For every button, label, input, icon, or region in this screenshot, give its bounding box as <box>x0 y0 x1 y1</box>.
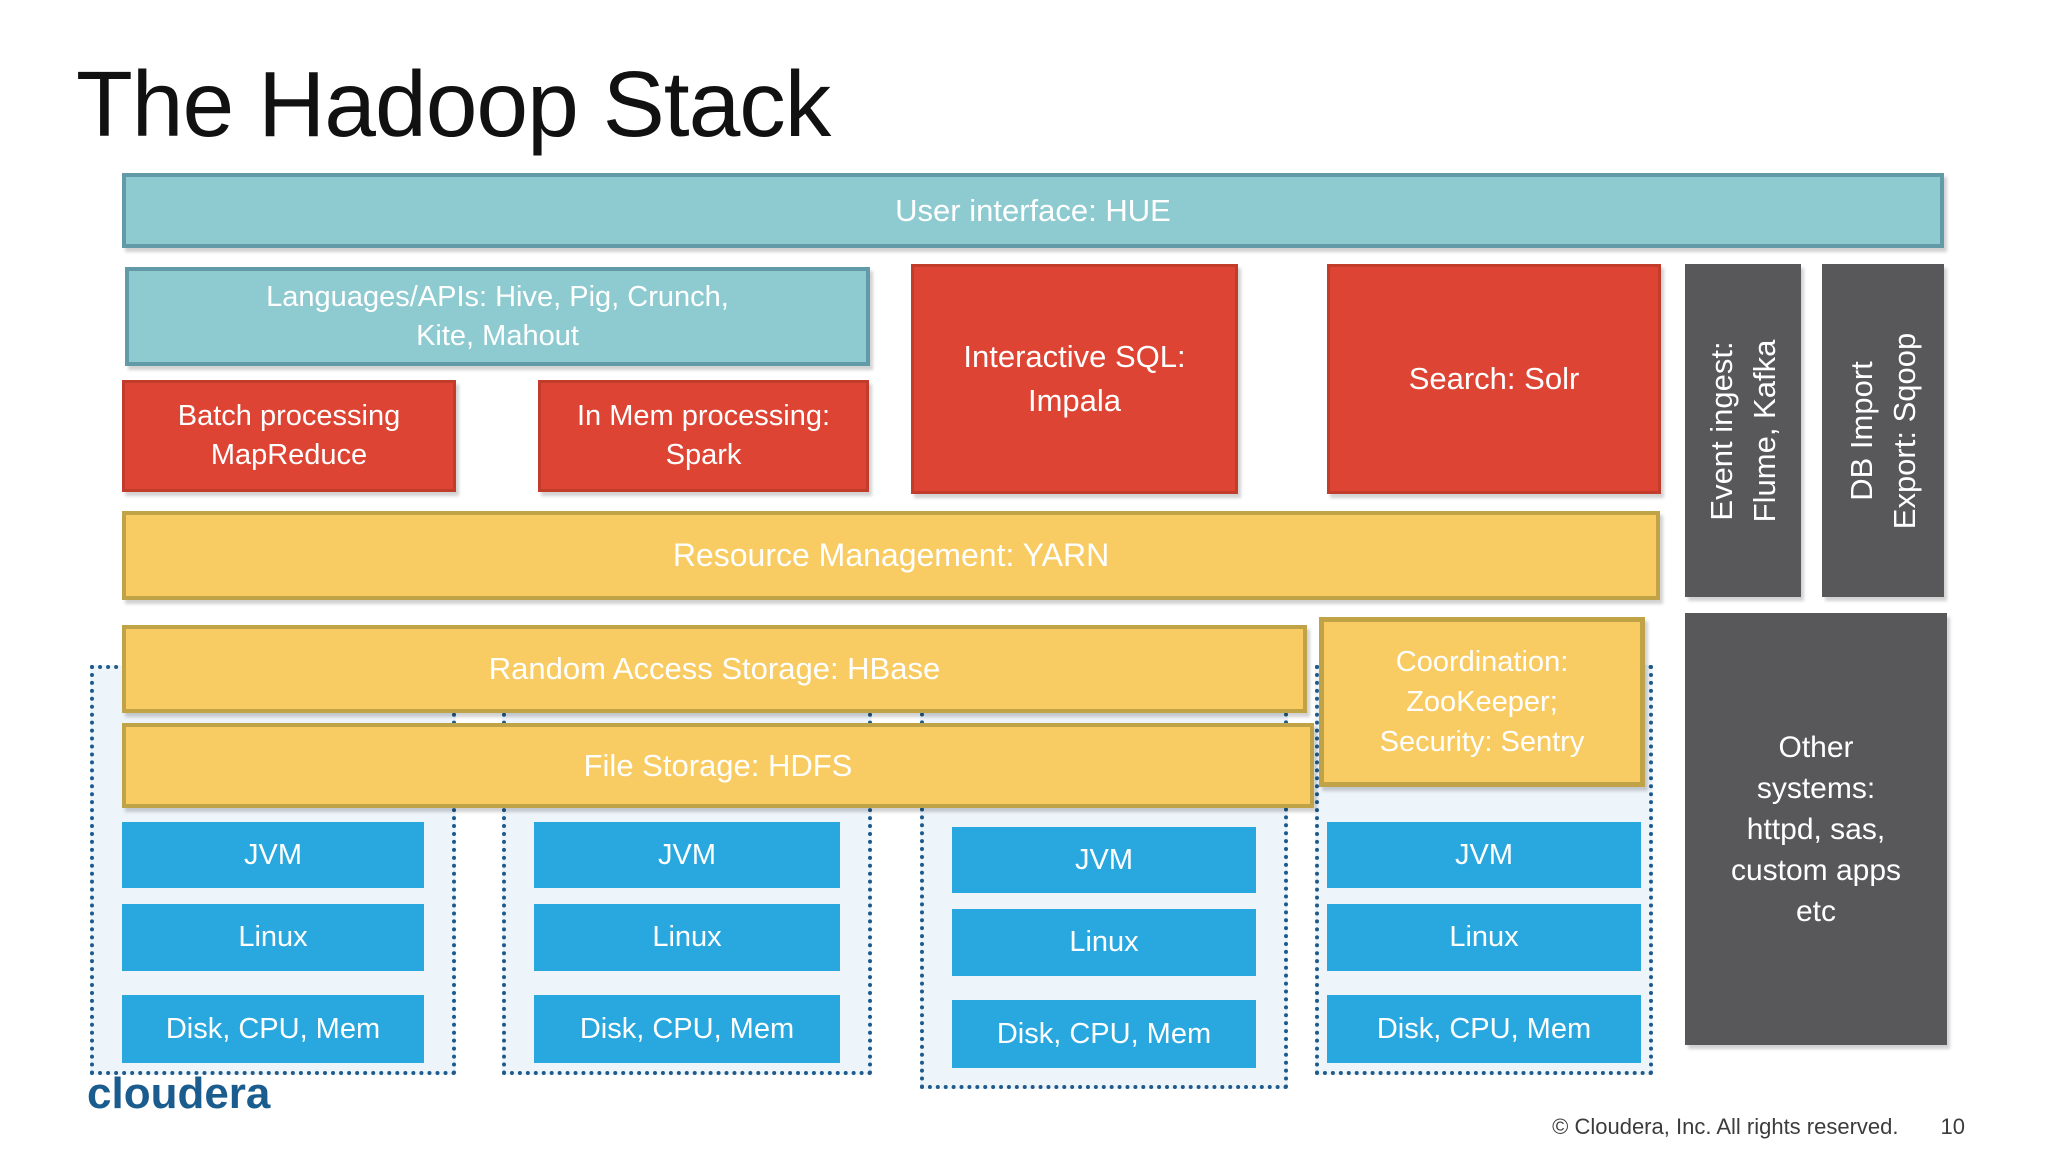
node-box-linux: Linux <box>1327 904 1641 971</box>
slide-title: The Hadoop Stack <box>76 52 831 156</box>
footer-copyright: © Cloudera, Inc. All rights reserved. <box>1552 1114 1899 1139</box>
box-other-systems: Other systems: httpd, sas, custom apps e… <box>1685 613 1947 1045</box>
node-box-linux: Linux <box>952 909 1256 976</box>
node-box-jvm: JVM <box>122 822 424 888</box>
box-interactive-sql-impala: Interactive SQL: Impala <box>911 264 1238 494</box>
node-box-jvm: JVM <box>1327 822 1641 888</box>
node-box-linux: Linux <box>122 904 424 971</box>
node-box-hardware: Disk, CPU, Mem <box>1327 995 1641 1063</box>
page-number: 10 <box>1940 1114 1965 1139</box>
slide-footer: © Cloudera, Inc. All rights reserved. 10 <box>1552 1114 1965 1140</box>
box-event-ingest-flume-kafka: Event ingest: Flume, Kafka <box>1685 264 1801 597</box>
event-ingest-label: Event ingest: Flume, Kafka <box>1704 339 1782 522</box>
node-box-hardware: Disk, CPU, Mem <box>952 1000 1256 1068</box>
box-file-storage-hdfs: File Storage: HDFS <box>122 723 1314 808</box>
box-batch-processing-mapreduce: Batch processing MapReduce <box>122 380 456 492</box>
box-user-interface-hue: User interface: HUE <box>122 173 1944 248</box>
node-box-hardware: Disk, CPU, Mem <box>534 995 840 1063</box>
node-box-jvm: JVM <box>534 822 840 888</box>
box-in-mem-processing-spark: In Mem processing: Spark <box>538 380 869 492</box>
db-import-export-label: DB Import Export: Sqoop <box>1844 332 1922 529</box>
node-box-linux: Linux <box>534 904 840 971</box>
box-languages-apis: Languages/APIs: Hive, Pig, Crunch, Kite,… <box>125 267 870 366</box>
box-random-access-storage-hbase: Random Access Storage: HBase <box>122 625 1307 713</box>
box-resource-management-yarn: Resource Management: YARN <box>122 511 1660 600</box>
box-search-solr: Search: Solr <box>1327 264 1661 494</box>
box-coordination-zookeeper-security-sentry: Coordination: ZooKeeper; Security: Sentr… <box>1319 617 1645 787</box>
cloudera-logo: cloudera <box>87 1069 271 1118</box>
node-box-hardware: Disk, CPU, Mem <box>122 995 424 1063</box>
node-box-jvm: JVM <box>952 827 1256 893</box>
box-db-import-export-sqoop: DB Import Export: Sqoop <box>1822 264 1944 597</box>
